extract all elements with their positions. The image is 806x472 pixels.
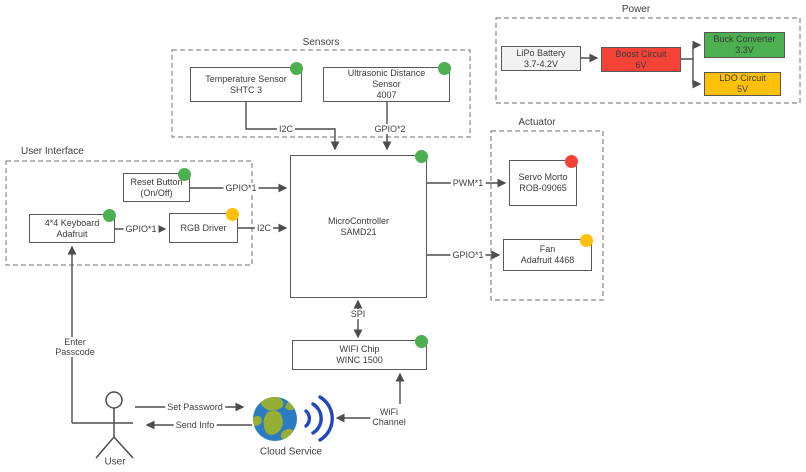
block-label: 6V [635, 59, 647, 70]
wire-label-spi: SPI [348, 309, 368, 319]
block-wifi-chip: WIFI Chip WINC 1500 [292, 335, 428, 370]
block-ultrasonic-sensor: Ultrasonic Distance Sensor 4007 [323, 62, 451, 102]
block-buck-converter: Buck Converter 3.3V [704, 32, 785, 58]
block-label: SAMD21 [340, 226, 377, 237]
wire-label-gpio1-reset: GPIO*1 [223, 183, 259, 193]
globe-icon [253, 397, 297, 441]
block-label: 5V [736, 84, 748, 94]
block-label: Adafruit 4468 [520, 255, 575, 265]
block-label: 3.7-4.2V [523, 58, 559, 69]
block-label: Servo Morto [518, 172, 568, 182]
block-label: 4007 [376, 90, 397, 100]
block-label: LiPo Battery [516, 47, 566, 58]
block-boost-circuit: Boost Circuit 6V [601, 47, 681, 72]
block-lipo-battery: LiPo Battery 3.7-4.2V [501, 46, 581, 71]
user-caption: User [104, 456, 126, 468]
block-label: LDO Circuit [719, 73, 766, 83]
block-fan: Fan Adafruit 4468 [503, 234, 593, 271]
block-label: Boost Circuit [615, 48, 667, 59]
block-reset-button: Reset Button (On/Off) [123, 168, 191, 202]
user-icon [95, 391, 134, 459]
wire-label-gpio2: GPIO*2 [372, 124, 408, 134]
block-label: Fan [539, 244, 556, 254]
status-dot [415, 335, 428, 348]
block-microcontroller: MicroController SAMD21 [290, 150, 428, 298]
wire-boost-split [681, 45, 694, 84]
wire-label-send-info: Send Info [173, 420, 217, 430]
status-dot [103, 209, 116, 222]
block-temperature-sensor: Temperature Sensor SHTC 3 [190, 62, 303, 102]
status-dot [580, 234, 593, 247]
sensors-section-title: Sensors [302, 37, 340, 48]
user-interface-section-title: User Interface [21, 146, 84, 157]
cloud-service-caption: Cloud Service [259, 446, 323, 458]
status-dot [290, 62, 303, 75]
status-dot [226, 208, 239, 221]
power-section-border [495, 17, 801, 104]
block-label: RGB Driver [180, 222, 227, 233]
user-interface-section-border [5, 160, 253, 266]
block-label: 3.3V [735, 45, 754, 55]
block-label: Ultrasonic Distance [347, 68, 426, 78]
wire-label-pwm1: PWM*1 [450, 178, 486, 188]
block-label: Reset Button [130, 176, 183, 187]
status-dot [415, 150, 428, 163]
wire-label-i2c-sensors: I2C [276, 124, 296, 134]
block-label: (On/Off) [140, 187, 173, 198]
block-label: WINC 1500 [336, 355, 383, 365]
power-section-title: Power [621, 4, 651, 15]
block-label: Adafruit [56, 228, 88, 239]
status-dot [438, 62, 451, 75]
wifi-waves-icon [304, 395, 334, 442]
block-servo-motor: Servo Morto ROB-09065 [509, 155, 578, 206]
wire-label-wifi-channel: WiFi Channel [370, 407, 408, 427]
block-rgb-driver: RGB Driver [169, 208, 239, 243]
block-label: Temperature Sensor [205, 73, 287, 84]
block-label: Sensor [372, 79, 401, 89]
wire-label-i2c-rgb: I2C [254, 223, 274, 233]
actuator-section-border [490, 130, 604, 301]
block-label: ROB-09065 [519, 183, 567, 193]
block-label: 4*4 Keyboard [44, 217, 100, 228]
block-label: MicroController [327, 215, 389, 226]
wire-label-gpio1-keyboard: GPIO*1 [123, 224, 159, 234]
block-label: SHTC 3 [229, 84, 262, 95]
actuator-section-title: Actuator [518, 117, 556, 128]
block-label: Buck Converter [713, 34, 776, 44]
block-ldo-circuit: LDO Circuit 5V [704, 72, 781, 96]
wire-label-set-password: Set Password [165, 402, 225, 412]
status-dot [178, 168, 191, 181]
sensors-section-border [171, 49, 471, 138]
wire-label-enter-passcode: Enter Passcode [53, 337, 97, 357]
wire-label-gpio1-fan: GPIO*1 [450, 250, 486, 260]
status-dot [565, 155, 578, 168]
block-keyboard: 4*4 Keyboard Adafruit [29, 209, 116, 243]
block-label: WIFI Chip [339, 344, 380, 354]
